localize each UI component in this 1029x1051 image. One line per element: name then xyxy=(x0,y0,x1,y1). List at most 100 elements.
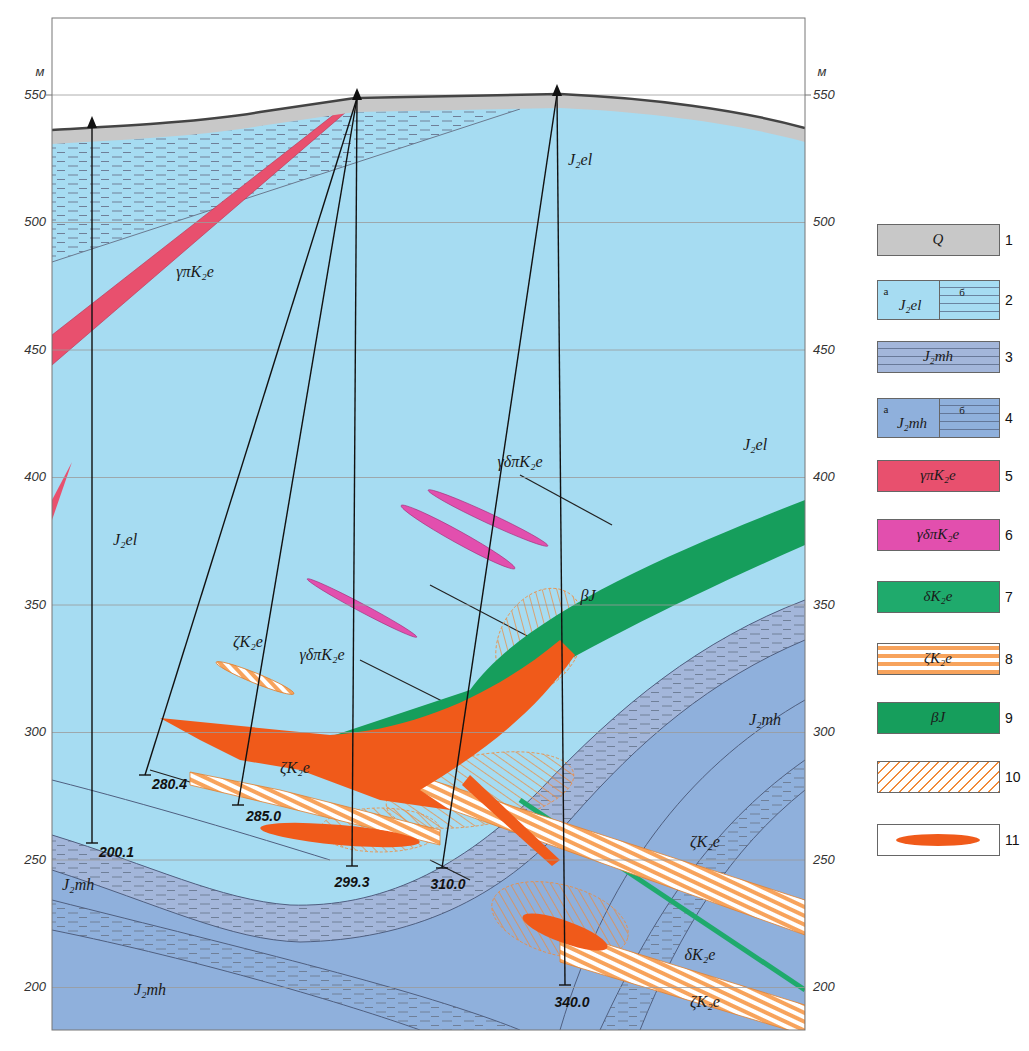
axis-value: 300 xyxy=(24,725,46,740)
unit-label: J₂el xyxy=(113,531,137,549)
section-line xyxy=(520,475,612,525)
section-line xyxy=(52,732,805,733)
section-line xyxy=(52,222,805,223)
section-ellipse xyxy=(426,486,550,551)
section-path xyxy=(52,600,805,905)
axis-value: 250 xyxy=(24,853,46,868)
ore-symbol xyxy=(878,825,999,855)
axis-value: 400 xyxy=(24,470,46,485)
section-path xyxy=(462,775,560,866)
axis-value: 300 xyxy=(813,725,835,740)
section-g xyxy=(52,600,805,1030)
section-g xyxy=(86,94,571,985)
section-line xyxy=(442,94,557,868)
legend-swatch xyxy=(877,824,1000,856)
unit-label: δK₂e xyxy=(685,946,716,964)
axis-value: 200 xyxy=(24,980,46,995)
section-line xyxy=(86,842,98,843)
legend-symbol: J₂el xyxy=(899,297,922,314)
section-path xyxy=(52,930,420,1030)
section-line xyxy=(436,867,448,868)
legend-symbol: βJ xyxy=(931,709,945,726)
unit-label: ζK₂e xyxy=(690,833,720,851)
section-line xyxy=(559,984,571,985)
section-g xyxy=(52,18,805,1030)
legend-number: 9 xyxy=(1005,710,1013,726)
section-path xyxy=(87,116,97,128)
legend-index: a xyxy=(884,403,889,416)
borehole-depth: 310.0 xyxy=(430,876,465,892)
unit-label: J₂mh xyxy=(134,981,166,999)
legend-number: 7 xyxy=(1005,589,1013,605)
unit-label: J₂mh xyxy=(749,711,781,729)
unit-label: γπK₂e xyxy=(176,263,214,281)
axis-value: 200 xyxy=(813,980,835,995)
section-path xyxy=(52,640,805,942)
section-line xyxy=(52,350,805,351)
section-line xyxy=(145,98,357,775)
section-path xyxy=(52,600,805,1030)
axis-value: 350 xyxy=(24,598,46,613)
legend-swatch xyxy=(877,761,1000,793)
legend-number: 11 xyxy=(1005,832,1020,848)
section-path xyxy=(52,94,805,144)
section-line xyxy=(52,860,805,861)
borehole-depth: 299.3 xyxy=(334,874,369,890)
legend-symbol: γδπK₂e xyxy=(917,526,959,543)
section-line xyxy=(52,605,805,606)
section-g xyxy=(87,84,562,128)
legend-number: 5 xyxy=(1005,468,1013,484)
section-line xyxy=(557,94,565,985)
axis-unit: м xyxy=(36,65,45,80)
section-path xyxy=(52,462,72,520)
axis-unit: м xyxy=(818,65,827,80)
section-rect xyxy=(52,18,805,1030)
legend-symbol: J₂mh xyxy=(923,348,953,365)
legend-number: 2 xyxy=(1005,292,1013,308)
borehole-depth: 200.1 xyxy=(99,844,134,860)
legend-number: 6 xyxy=(1005,527,1013,543)
legend-number: 1 xyxy=(1005,232,1013,248)
section-ellipse xyxy=(398,500,518,574)
swatch-pattern xyxy=(939,399,1000,437)
section-ellipse xyxy=(214,658,296,699)
section-ellipse xyxy=(305,575,418,640)
axis-value: 450 xyxy=(24,343,46,358)
section-g xyxy=(46,95,811,96)
section-line xyxy=(46,95,52,96)
axis-value: 500 xyxy=(24,215,46,230)
legend-number: 10 xyxy=(1005,769,1021,785)
legend-symbol: γπK₂e xyxy=(920,467,955,484)
section-line xyxy=(805,95,811,96)
section-path xyxy=(395,770,805,935)
section-line xyxy=(346,865,358,866)
section-path xyxy=(52,600,805,942)
section-path xyxy=(52,900,520,1030)
unit-label: J₂el xyxy=(743,436,767,454)
legend-swatch xyxy=(877,280,1000,320)
section-line xyxy=(238,98,357,805)
axis-value: 450 xyxy=(813,343,835,358)
swatch-pattern xyxy=(939,281,1000,319)
legend-swatch xyxy=(877,398,1000,438)
section-line xyxy=(52,477,805,478)
section-line xyxy=(139,774,151,775)
borehole-depth: 280.4 xyxy=(152,776,187,792)
section-path xyxy=(352,88,362,100)
section-line xyxy=(232,804,244,805)
axis-value: 350 xyxy=(813,598,835,613)
section-path xyxy=(52,900,520,1030)
axis-value: 400 xyxy=(813,470,835,485)
borehole-depth: 285.0 xyxy=(246,808,281,824)
section-ellipse xyxy=(259,818,420,852)
legend-number: 4 xyxy=(1005,410,1013,426)
section-path xyxy=(52,600,805,942)
unit-label: J₂mh xyxy=(62,876,94,894)
unit-label: ζK₂e xyxy=(280,759,310,777)
axis-value: 250 xyxy=(813,853,835,868)
legend-symbol: J₂mh xyxy=(897,415,927,432)
section-path xyxy=(160,640,575,810)
legend-symbol: δK₂e xyxy=(924,588,953,605)
legend-symbol: ζK₂e xyxy=(924,650,952,667)
section-rect xyxy=(52,18,805,1030)
